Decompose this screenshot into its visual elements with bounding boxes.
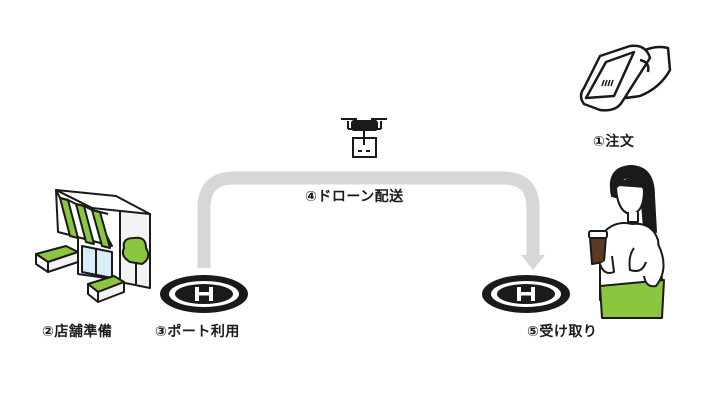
step-store-prep-label: ②店舗準備 (42, 324, 113, 340)
delivery-route-arrow (197, 171, 545, 270)
storefront-icon (35, 189, 151, 303)
helipad-icon (160, 275, 248, 313)
drone-with-package-icon (341, 118, 387, 158)
step-port-use-label: ③ポート利用 (155, 324, 240, 340)
helipad-icon (482, 275, 570, 313)
step-order-label: ①注文 (593, 134, 635, 150)
smartphone-in-hand-icon (579, 44, 672, 112)
woman-holding-coffee-icon (588, 165, 665, 319)
step-receive-label: ⑤受け取り (527, 324, 598, 340)
step-drone-delivery-label: ④ドローン配送 (305, 189, 404, 205)
